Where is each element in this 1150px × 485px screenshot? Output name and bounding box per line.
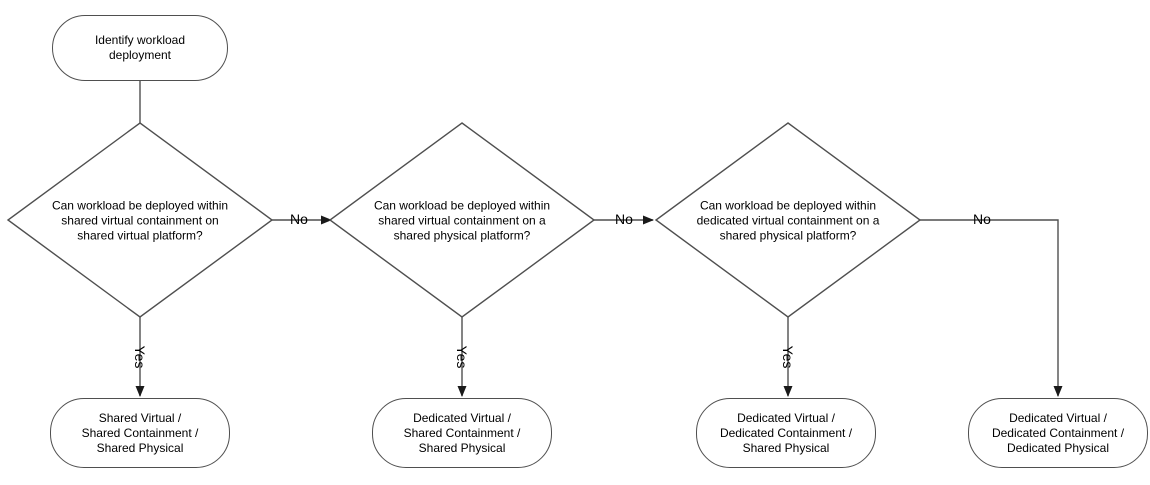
outcome-node-1: Shared Virtual / Shared Containment / Sh… (50, 398, 230, 468)
label-line: Dedicated Virtual / (737, 410, 835, 425)
label-line: Identify workload (94, 33, 186, 47)
label-line: Shared Physical (418, 440, 506, 455)
label-line: Shared Containment / (403, 425, 521, 440)
label-line: Dedicated Virtual / (1009, 410, 1107, 425)
outcome-node-3: Dedicated Virtual / Dedicated Containmen… (696, 398, 876, 468)
start-node-label: Identify workload deployment (95, 33, 185, 63)
outcome-4-label: Dedicated Virtual / Dedicated Containmen… (992, 411, 1124, 456)
label-line: Dedicated Virtual / (413, 410, 511, 425)
start-node: Identify workload deployment (52, 15, 228, 81)
label-line: Shared Physical (96, 440, 184, 455)
decision-3-diamond (654, 122, 922, 318)
label-line: Dedicated Physical (1006, 440, 1110, 455)
label-line: Dedicated Containment / (991, 425, 1125, 440)
label-line: Shared Physical (742, 440, 830, 455)
decision-2-diamond (328, 122, 596, 318)
outcome-3-label: Dedicated Virtual / Dedicated Containmen… (720, 411, 852, 456)
outcome-node-2: Dedicated Virtual / Shared Containment /… (372, 398, 552, 468)
outcome-2-label: Dedicated Virtual / Shared Containment /… (404, 411, 521, 456)
label-line: Shared Containment / (81, 425, 199, 440)
outcome-node-4: Dedicated Virtual / Dedicated Containmen… (968, 398, 1148, 468)
decision-1-diamond (6, 122, 274, 318)
connector-no-3 (920, 219, 1063, 397)
outcome-1-label: Shared Virtual / Shared Containment / Sh… (82, 411, 199, 456)
label-line: Dedicated Containment / (719, 425, 853, 440)
label-line: Shared Virtual / (98, 410, 182, 425)
label-line: deployment (108, 48, 172, 62)
